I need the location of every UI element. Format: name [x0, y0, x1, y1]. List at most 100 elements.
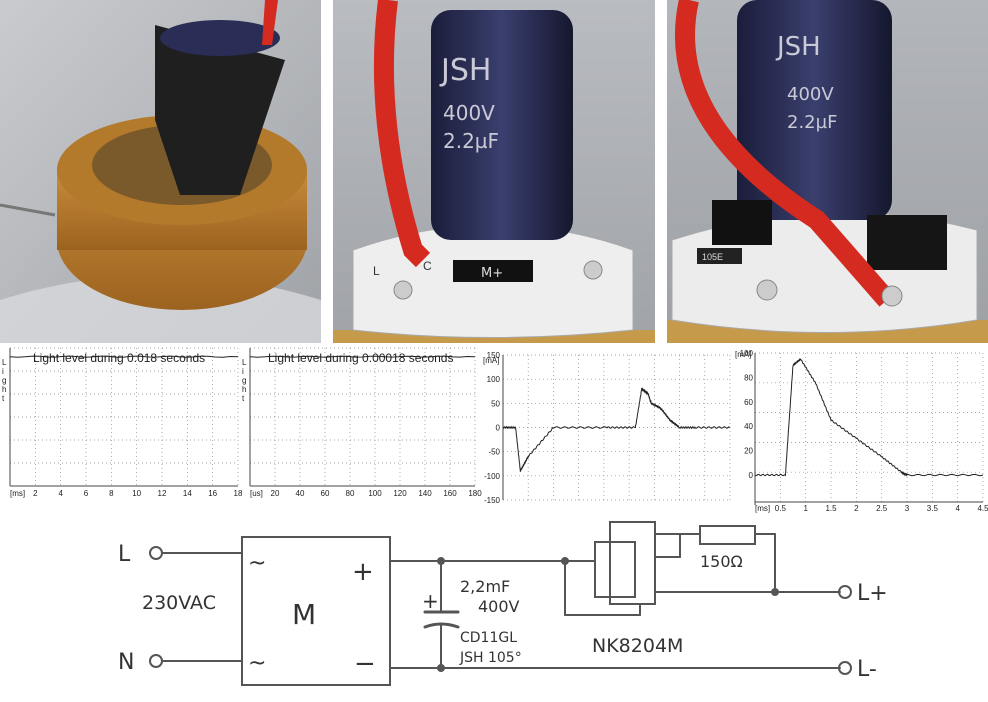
y-axis-letter: h [242, 385, 246, 394]
bridge-minus: − [354, 649, 376, 679]
chart3-y-tick: 150 [487, 351, 501, 360]
capacitor-brand-text: JSH [439, 53, 491, 88]
chart1-x-tick: 4 [58, 489, 63, 498]
terminal-l-minus [838, 661, 852, 675]
chart4-x-tick: 3.5 [927, 504, 939, 513]
tilde-bottom: ~ [248, 651, 266, 676]
chart4-y-tick: 100 [740, 349, 754, 358]
terminal-n [149, 654, 163, 668]
chart4-y-tick: 40 [744, 422, 753, 431]
y-axis-letter: i [242, 367, 244, 376]
bridge-plus: + [352, 557, 374, 587]
chart3-y-tick: 100 [487, 375, 501, 384]
photo-capacitor-board-side: JSH 400V 2.2µF 105E [667, 0, 988, 343]
resistor-symbol [699, 525, 756, 545]
circuit-schematic: L N 230VAC ~ ~ M + − + 2,2mF 400V CD11GL… [0, 512, 988, 697]
chart1-x-tick: 16 [208, 489, 217, 498]
capacitor-brand-text-2: JSH [775, 32, 821, 62]
terminal-l [149, 546, 163, 560]
chart4-x-unit: [ms] [755, 504, 770, 513]
tilde-top: ~ [248, 551, 266, 576]
chart4-y-tick: 60 [744, 398, 753, 407]
out-plus-label: L+ [857, 581, 888, 606]
chart4-y-unit: [mA] [735, 350, 751, 359]
y-axis-letter: g [242, 376, 246, 385]
chart1-x-tick: 12 [158, 489, 167, 498]
cap-part-label: CD11GL [460, 630, 517, 646]
terminal-l-plus [838, 585, 852, 599]
chart3-y-tick: 50 [491, 399, 500, 408]
chart2-x-unit: [us] [250, 489, 263, 498]
chart4-x-tick: 1 [803, 504, 808, 513]
chart-current-ma-1: [mA] 150 100 50 0 -50 -100 -150 [478, 345, 733, 510]
chart4-current-trace [754, 358, 984, 477]
chart4-x-tick: 2.5 [876, 504, 888, 513]
chart1-x-tick: 14 [183, 489, 192, 498]
y-axis-letter: t [2, 394, 5, 403]
y-axis-letter: L [2, 358, 7, 367]
chart3-y-unit: [mA] [483, 356, 499, 365]
chart4-y-tick: 20 [744, 447, 753, 456]
chart1-light-trace [9, 355, 239, 358]
ic-label: NK8204M [592, 635, 683, 657]
y-axis-letter: h [2, 385, 6, 394]
chart4-y-tick: 0 [749, 471, 754, 480]
chart2-title: Light level during 0.00018 seconds [268, 351, 453, 365]
chart4-x-tick: 3 [905, 504, 910, 513]
chart2-x-tick: 60 [321, 489, 330, 498]
chart1-x-unit: [ms] [10, 489, 25, 498]
chart1-x-tick: 8 [109, 489, 114, 498]
capacitor-voltage-text-2: 400V [787, 84, 834, 105]
cap-polarity-plus: + [422, 589, 439, 613]
y-axis-letter: i [2, 367, 4, 376]
chart-current-ma-2: [mA] 100 80 60 40 20 0 [ms] 0.5 1 1.5 2 2.5 3 3.5 4 4… [733, 345, 988, 513]
bridge-label-text: M+ [481, 266, 503, 281]
chart2-x-tick: 160 [443, 489, 457, 498]
label-n: N [118, 650, 134, 675]
chart2-x-tick: 180 [468, 489, 482, 498]
pad-l-text: L [373, 264, 380, 278]
chart1-x-tick: 10 [132, 489, 141, 498]
capacitor-value-text-2: 2.2µF [787, 112, 837, 133]
cap-brand-label: JSH 105° [459, 650, 522, 666]
chart2-x-tick: 40 [296, 489, 305, 498]
chart1-x-tick: 6 [84, 489, 89, 498]
pad-c-text: C [423, 259, 432, 273]
chart3-y-tick: 0 [496, 424, 501, 433]
chart3-y-tick: -150 [484, 496, 501, 505]
photo-capacitor-heatshrink [0, 0, 321, 343]
capacitor-voltage-text: 400V [443, 101, 495, 125]
chart2-x-tick: 120 [393, 489, 407, 498]
chart4-y-tick: 80 [744, 373, 753, 382]
label-l: L [118, 542, 131, 567]
y-axis-letter: t [242, 394, 245, 403]
chart4-x-tick: 4.5 [977, 504, 988, 513]
chart4-x-tick: 2 [854, 504, 859, 513]
y-axis-letter: g [2, 376, 6, 385]
out-minus-label: L- [857, 657, 877, 682]
chart1-title: Light level during 0.018 seconds [33, 351, 205, 365]
y-axis-letter: L [242, 358, 247, 367]
chart2-x-tick: 20 [271, 489, 280, 498]
chart3-current-trace [502, 387, 731, 472]
resistor-label-text: 105E [702, 252, 723, 262]
label-230vac: 230VAC [142, 592, 216, 614]
chart4-x-tick: 0.5 [775, 504, 787, 513]
chart3-y-tick: -100 [484, 472, 501, 481]
chart2-x-tick: 140 [418, 489, 432, 498]
chart1-x-tick: 2 [33, 489, 38, 498]
cap-value-label: 2,2mF [460, 577, 510, 596]
chart4-x-tick: 4 [955, 504, 960, 513]
chart2-light-trace [249, 355, 476, 358]
bridge-rectifier-box [241, 536, 391, 686]
chart3-y-tick: -50 [488, 448, 500, 457]
resistor-value-label: 150Ω [700, 552, 743, 571]
cap-voltage-label: 400V [478, 597, 520, 616]
chart4-x-tick: 1.5 [825, 504, 837, 513]
chart2-x-tick: 80 [346, 489, 355, 498]
chart2-x-tick: 100 [368, 489, 382, 498]
photo-capacitor-board-front: JSH 400V 2.2µF M+ L C [333, 0, 655, 343]
bridge-label-m: M [292, 598, 316, 631]
